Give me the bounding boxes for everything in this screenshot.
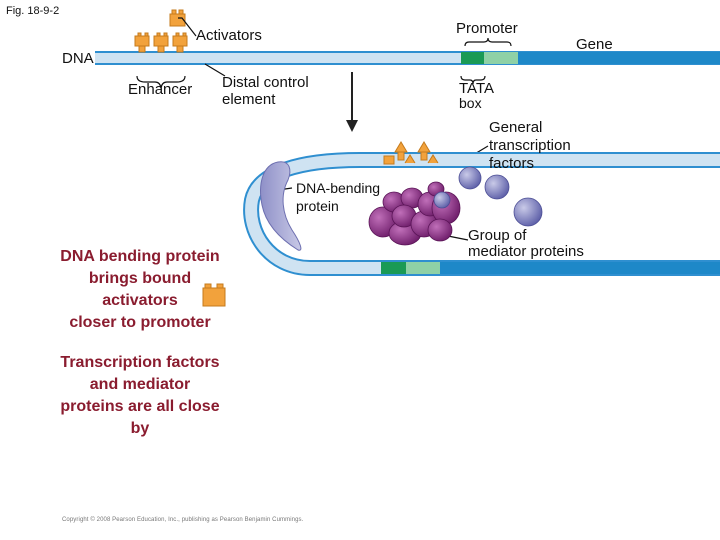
general-transcription-factors xyxy=(433,166,543,227)
callout1-line1: DNA bending protein xyxy=(60,248,220,265)
label-distal-control-line1: Distal control xyxy=(222,74,309,91)
label-gtf-line1: General xyxy=(489,119,543,136)
bent-dna-loop xyxy=(243,152,720,276)
label-mediator-line1: Group of xyxy=(468,227,527,244)
label-mediator-line2: mediator proteins xyxy=(468,243,584,260)
label-activators: Activators xyxy=(196,27,262,44)
tata-box-segment xyxy=(461,52,484,64)
label-gtf-line2: transcription xyxy=(489,137,571,154)
free-activator-icon xyxy=(169,9,186,27)
linear-dna-strand xyxy=(95,51,720,65)
label-tata-line1: TATA xyxy=(459,80,494,97)
callout1-line3: activators xyxy=(102,292,178,309)
callout-dna-bending: DNA bending protein brings bound activat… xyxy=(40,246,240,334)
label-gtf-line3: factors xyxy=(489,155,535,172)
gene-segment-bent xyxy=(440,262,720,274)
dna-bending-protein xyxy=(260,161,302,251)
label-dna-bending-line1: DNA-bending xyxy=(296,180,381,196)
gene-segment xyxy=(518,52,720,64)
transition-arrow xyxy=(346,72,358,132)
promoter-segment xyxy=(484,52,518,64)
callout2-line2: and mediator xyxy=(89,376,191,393)
mediator-protein-cluster xyxy=(368,181,461,246)
label-tata-line2: box xyxy=(459,95,482,111)
callout2-line4: by xyxy=(130,420,150,437)
tata-box-segment-bent xyxy=(381,262,406,274)
promoter-segment-bent xyxy=(406,262,440,274)
label-promoter: Promoter xyxy=(456,20,518,37)
label-dna: DNA xyxy=(62,50,94,67)
enhancer-activators xyxy=(134,32,188,53)
callout-transcription-factors: Transcription factors and mediator prote… xyxy=(40,352,240,440)
label-gene: Gene xyxy=(576,36,613,53)
copyright-notice: Copyright © 2008 Pearson Education, Inc.… xyxy=(62,517,304,523)
callout2-line1: Transcription factors xyxy=(60,354,220,371)
bound-activators xyxy=(383,141,439,165)
label-dna-bending-line2: protein xyxy=(296,198,339,214)
label-enhancer: Enhancer xyxy=(128,81,193,98)
callout1-line4: closer to promoter xyxy=(69,314,211,331)
callout1-line2: brings bound xyxy=(88,270,192,287)
callout2-line3: proteins are all close xyxy=(60,398,220,415)
activator-icon xyxy=(202,283,226,307)
label-distal-control-line2: element xyxy=(222,91,276,108)
figure-label: Fig. 18-9-2 xyxy=(6,5,60,17)
